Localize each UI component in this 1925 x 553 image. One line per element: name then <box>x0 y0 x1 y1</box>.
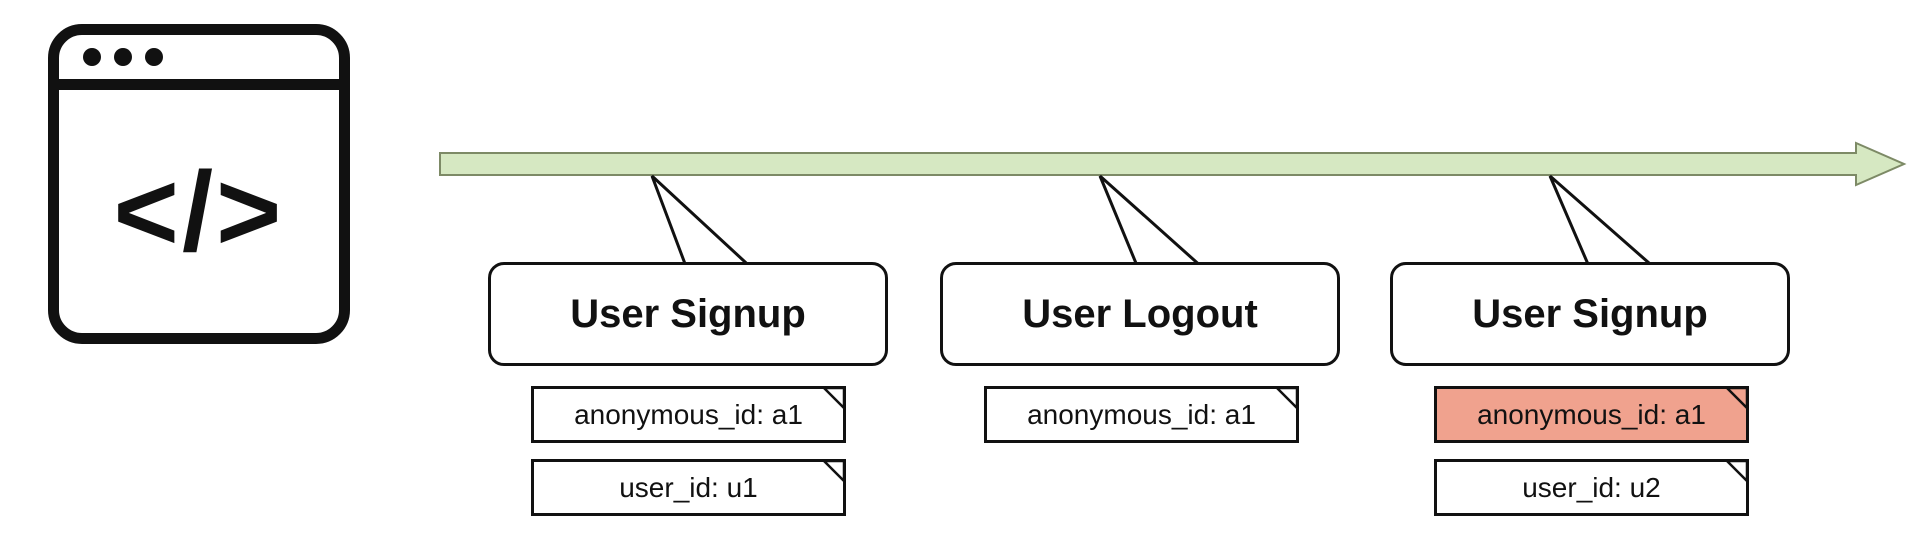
tag-label: user_id: u1 <box>619 471 758 503</box>
browser-titlebar <box>59 35 339 90</box>
window-dot-icon <box>114 48 132 66</box>
event-title: User Logout <box>1022 291 1258 336</box>
folded-corner-icon <box>1725 386 1749 410</box>
code-glyph: </> <box>113 148 285 274</box>
property-tag: anonymous_id: a1 <box>531 386 846 443</box>
tag-label: anonymous_id: a1 <box>1027 398 1256 430</box>
property-tag-highlighted: anonymous_id: a1 <box>1434 386 1749 443</box>
property-tag: anonymous_id: a1 <box>984 386 1299 443</box>
event-callout: User Signup <box>488 262 888 366</box>
event-title: User Signup <box>1472 291 1708 336</box>
window-dot-icon <box>145 48 163 66</box>
tag-label: user_id: u2 <box>1522 471 1661 503</box>
tag-label: anonymous_id: a1 <box>574 398 803 430</box>
tag-label: anonymous_id: a1 <box>1477 398 1706 430</box>
timeline-arrow <box>439 141 1907 187</box>
property-tag: user_id: u2 <box>1434 459 1749 516</box>
folded-corner-icon <box>1275 386 1299 410</box>
window-dot-icon <box>83 48 101 66</box>
property-tag: user_id: u1 <box>531 459 846 516</box>
event-title: User Signup <box>570 291 806 336</box>
event-callout: User Signup <box>1390 262 1790 366</box>
event-callout: User Logout <box>940 262 1340 366</box>
folded-corner-icon <box>822 386 846 410</box>
folded-corner-icon <box>1725 459 1749 483</box>
browser-window-icon: </> <box>48 24 350 344</box>
folded-corner-icon <box>822 459 846 483</box>
